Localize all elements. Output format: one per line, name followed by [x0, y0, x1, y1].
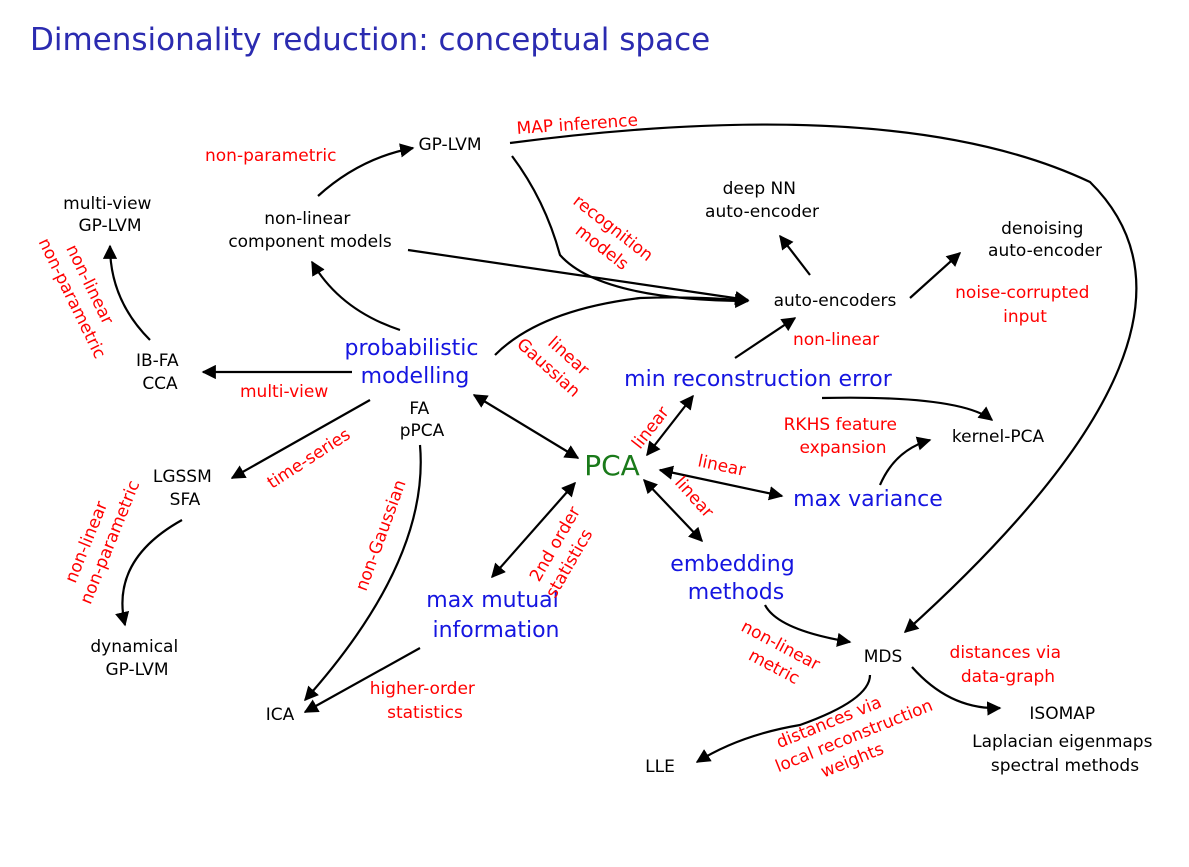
edge-maxmutual-to-ica: [303, 647, 421, 713]
node-min-reconstruction-error: min reconstruction error: [624, 367, 893, 392]
node-max-mutual-information: max mutual information: [426, 588, 565, 643]
edge-mds-to-isomap: [911, 666, 1002, 716]
edge-maxvar-to-kernelpca: [878, 436, 932, 486]
label-nonlinear-nonparametric-multiview: non-linear non-parametric: [34, 235, 117, 362]
edge-probabilistic-to-nonlinear-component: [311, 260, 401, 332]
edge-labels: MAP inference non-parametric recognition…: [34, 111, 1095, 783]
edge-probabilistic-pca: [472, 394, 580, 459]
node-deep-nn-autoencoder: deep NN auto-encoder: [705, 179, 819, 222]
node-nonlinear-component: non-linear component models: [228, 209, 392, 252]
label-nonlinear-metric: non-linear metric: [738, 617, 823, 689]
label-non-parametric: non-parametric: [205, 146, 336, 166]
edge-pca-maxmutual: [491, 481, 576, 579]
node-multiview-gplvm: multi-view GP-LVM: [63, 194, 157, 236]
label-distances-local-reconstruction: distances via local reconstruction weigh…: [773, 693, 936, 783]
node-lgssm-sfa: LGSSM SFA: [153, 467, 217, 510]
node-max-variance: max variance: [793, 487, 943, 512]
edges: [102, 123, 1138, 763]
edge-embedding-to-mds: [764, 604, 852, 647]
edge-gplvm-map-to-mds: [509, 123, 1138, 633]
node-embedding-methods: embedding methods: [670, 552, 801, 605]
page-title: Dimensionality reduction: conceptual spa…: [30, 22, 711, 58]
label-nonlinear-nonparametric-dynamical: non-linear non-parametric: [61, 478, 144, 607]
label-rkhs-expansion: RKHS feature expansion: [784, 415, 903, 458]
edge-probabilistic-to-lgssm: [230, 399, 371, 479]
label-multi-view: multi-view: [240, 382, 328, 402]
node-mds: MDS: [864, 647, 903, 667]
edge-fa-to-ica: [304, 444, 422, 702]
node-kernel-pca: kernel-PCA: [952, 427, 1045, 447]
node-ica: ICA: [266, 705, 295, 725]
label-noise-corrupted-input: noise-corrupted input: [955, 283, 1095, 327]
edge-pca-embedding: [643, 478, 703, 543]
edge-minrecon-to-autoencoders: [734, 317, 797, 359]
node-fa-ppca: FA pPCA: [400, 399, 445, 441]
label-recognition-models: recognition models: [569, 191, 657, 275]
node-ibfa-cca: IB-FA CCA: [136, 351, 184, 394]
node-lle: LLE: [645, 757, 675, 777]
edge-minrecon-to-kernelpca: [821, 396, 994, 421]
edge-autoencoders-to-denoising: [909, 252, 962, 299]
nodes: GP-LVM non-linear component models multi…: [63, 135, 1158, 777]
edge-pca-maxvariance: [658, 465, 784, 501]
node-autoencoders: auto-encoders: [774, 291, 897, 311]
edge-nonlinear-to-gplvm: [317, 143, 415, 197]
node-denoising-autoencoder: denoising auto-encoder: [988, 219, 1102, 261]
label-second-order-statistics: 2nd order statistics: [526, 503, 597, 601]
edge-mds-to-lle: [695, 674, 872, 763]
label-non-linear-autoencoders: non-linear: [793, 330, 879, 350]
edge-nonlinear-component-to-autoencoders: [407, 248, 750, 306]
edge-ibfa-to-multiview: [102, 244, 151, 341]
label-linear-variance: linear: [696, 451, 747, 481]
edge-pca-minrecon: [646, 394, 694, 457]
label-distances-data-graph: distances via data-graph: [950, 643, 1067, 687]
edge-autoencoders-to-deepnn: [779, 234, 811, 276]
label-map-inference: MAP inference: [516, 111, 639, 139]
label-non-gaussian: non-Gaussian: [352, 477, 411, 594]
edge-lgssm-to-dynamical: [115, 519, 183, 627]
label-higher-order-statistics: higher-order statistics: [370, 679, 481, 723]
node-dynamical-gplvm: dynamical GP-LVM: [90, 637, 183, 680]
node-probabilistic-modelling: probabilistic modelling: [344, 336, 485, 389]
edge-probabilistic-to-autoencoders: [494, 296, 749, 356]
node-isomap: ISOMAP Laplacian eigenmaps spectral meth…: [972, 704, 1158, 776]
node-pca: PCA: [584, 449, 640, 482]
node-gplvm: GP-LVM: [418, 135, 481, 155]
